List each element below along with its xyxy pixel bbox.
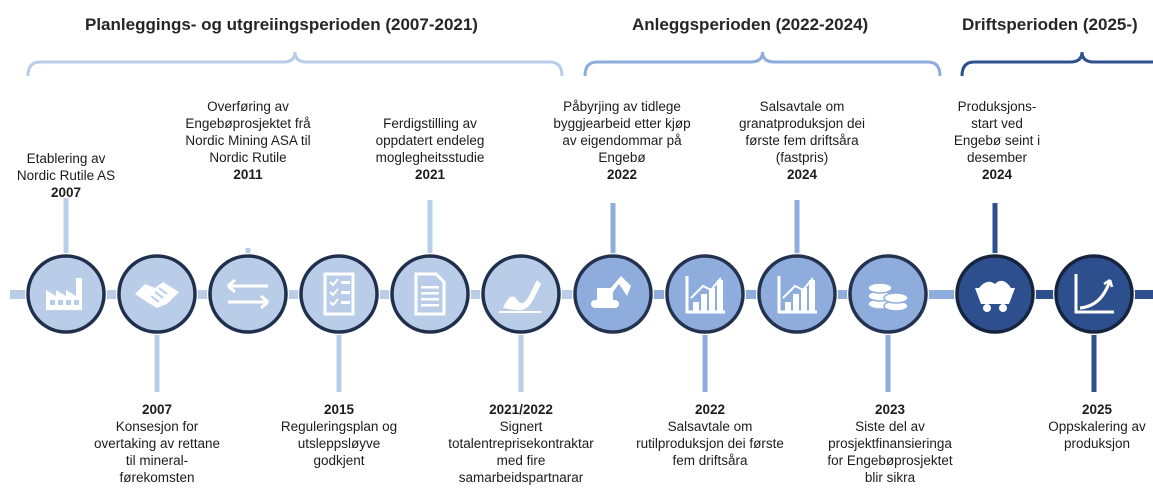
milestone-label-m1: Etablering av Nordic Rutile AS 2007 xyxy=(0,150,176,201)
milestone-label-m5: Ferdigstilling av oppdatert endeleg mogl… xyxy=(320,115,540,183)
milestone-year: 2024 xyxy=(981,167,1013,182)
milestone-stem xyxy=(702,332,708,392)
milestone-stem xyxy=(992,203,998,256)
milestone-text: Siste del av prosjektfinansieringa for E… xyxy=(827,419,953,485)
milestone-stem xyxy=(1091,332,1097,392)
period-title-planning: Planleggings- og utgreiingsperioden (200… xyxy=(85,15,478,34)
milestone-circle xyxy=(481,254,561,334)
milestone-text: Ferdigstilling av oppdatert endeleg mogl… xyxy=(375,116,485,165)
milestone-year: 2022 xyxy=(606,167,638,182)
milestone-m10 xyxy=(847,253,929,392)
milestone-year: 2023 xyxy=(874,402,906,417)
milestone-year: 2021 xyxy=(414,167,446,182)
milestone-m12 xyxy=(1053,253,1135,392)
milestone-text: Signert totalentreprisekontraktar med fi… xyxy=(448,419,594,485)
milestone-stem xyxy=(427,200,433,256)
period-bracket-operations xyxy=(960,51,1153,77)
milestone-text: Etablering av Nordic Rutile AS xyxy=(16,151,116,183)
milestone-stem xyxy=(794,200,800,256)
milestone-m8 xyxy=(664,253,746,392)
milestone-year: 2025 xyxy=(1081,402,1113,417)
milestone-m4 xyxy=(298,253,380,392)
milestone-m9 xyxy=(756,200,838,335)
timeline-line-planning xyxy=(10,290,575,299)
coins-icon xyxy=(867,282,909,312)
milestone-year: 2022 xyxy=(694,402,726,417)
milestone-m2 xyxy=(116,253,198,392)
milestone-year: 2015 xyxy=(323,402,355,417)
milestone-circle xyxy=(299,254,379,334)
milestone-year: 2007 xyxy=(141,402,173,417)
transfer-arrows-icon xyxy=(227,278,269,310)
growth-chart-icon xyxy=(685,276,725,314)
scale-up-curve-icon xyxy=(1074,274,1114,314)
mine-cart-icon xyxy=(975,280,1015,312)
milestone-circle xyxy=(1054,254,1134,334)
milestone-text: Konsesjon for overtaking av rettane til … xyxy=(93,419,221,485)
milestone-m7 xyxy=(572,203,654,335)
milestone-stem xyxy=(336,332,342,392)
milestone-year: 2011 xyxy=(233,167,263,182)
milestone-label-m7: Påbyrjing av tidlege byggjearbeid etter … xyxy=(512,98,732,183)
checklist-icon xyxy=(323,272,355,316)
milestone-stem xyxy=(63,198,69,256)
milestone-year: 2007 xyxy=(50,185,82,200)
milestone-year: 2024 xyxy=(786,167,818,182)
milestone-label-m3: Overføring av Engebøprosjektet frå Nordi… xyxy=(138,98,358,183)
period-title-operations: Driftsperioden (2025-) xyxy=(962,15,1138,34)
milestone-text: Oppskalering av produksjon xyxy=(1048,419,1146,451)
milestone-year: 2021/2022 xyxy=(489,402,553,417)
milestone-m6 xyxy=(480,253,562,392)
milestone-stem xyxy=(885,332,891,392)
milestone-text: Påbyrjing av tidlege byggjearbeid etter … xyxy=(553,99,691,165)
milestone-m11 xyxy=(954,203,1036,335)
factory-icon xyxy=(46,278,82,310)
handshake-icon xyxy=(135,282,179,308)
milestone-text: Produksjons- start ved Engebø seint i de… xyxy=(953,99,1041,165)
milestone-stem xyxy=(610,203,616,256)
milestone-stem xyxy=(518,332,524,392)
milestone-text: Reguleringsplan og utsleppsløyve godkjen… xyxy=(280,419,398,468)
signature-icon xyxy=(499,280,541,313)
excavator-icon xyxy=(591,276,631,308)
milestone-text: Salsavtale om rutilproduksjon dei første… xyxy=(636,419,784,468)
period-title-construction: Anleggsperioden (2022-2024) xyxy=(632,15,869,34)
milestone-text: Salsavtale om granatproduksjon dei først… xyxy=(738,99,866,165)
milestone-circle xyxy=(208,254,288,334)
milestone-m1 xyxy=(25,198,107,335)
milestone-label-m11: Produksjons- start ved Engebø seint i de… xyxy=(887,98,1107,183)
period-bracket-planning xyxy=(26,51,564,77)
document-icon xyxy=(414,272,446,316)
milestone-label-m9: Salsavtale om granatproduksjon dei først… xyxy=(692,98,912,183)
growth-chart-icon xyxy=(777,276,817,314)
milestone-text: Overføring av Engebøprosjektet frå Nordi… xyxy=(185,99,311,165)
milestone-stem xyxy=(154,332,160,392)
milestone-m5 xyxy=(389,200,471,335)
milestone-m3 xyxy=(207,248,289,335)
period-bracket-construction xyxy=(583,51,942,77)
milestone-stem xyxy=(245,248,251,256)
